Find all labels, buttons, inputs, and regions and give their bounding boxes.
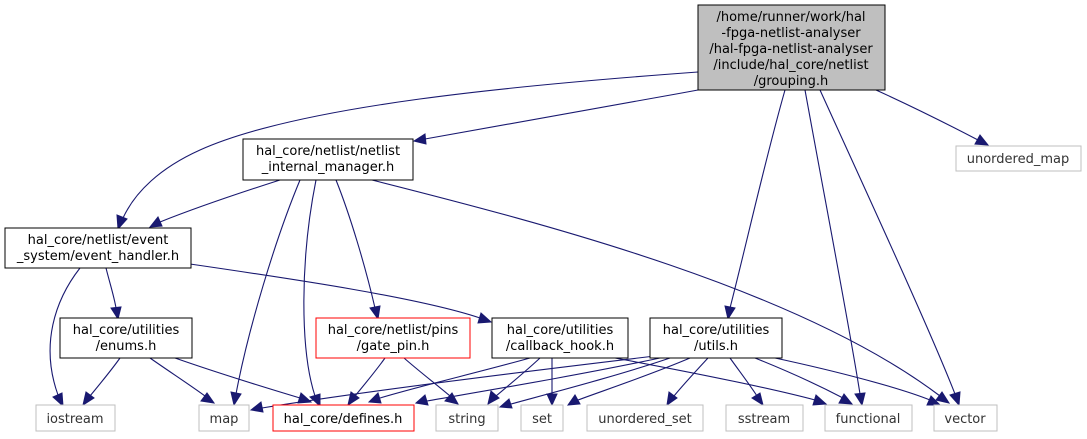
node-utils-line-1: hal_core/utilities — [663, 323, 770, 338]
edge-nim-to-map — [230, 179, 301, 407]
node-iostream[interactable]: iostream — [35, 404, 116, 432]
node-enums-h[interactable]: hal_core/utilities /enums.h — [59, 317, 193, 359]
edge-grouping-to-vector — [819, 89, 961, 407]
node-sstream-label: sstream — [738, 412, 790, 427]
node-grouping-h-line-1: /home/runner/work/hal — [716, 10, 865, 25]
edge-enums-to-iostream — [82, 357, 121, 407]
edge-grouping-to-event-handler — [116, 71, 699, 231]
edge-utils-to-map — [249, 355, 656, 413]
edge-utils-to-functional — [754, 357, 854, 405]
node-utils-h[interactable]: hal_core/utilities /utils.h — [649, 317, 783, 359]
node-grouping-h-line-2: -fpga-netlist-analyser — [721, 26, 861, 41]
edge-callback-hook-to-defines — [367, 357, 531, 404]
node-vector-label: vector — [944, 412, 986, 427]
node-unordered-set[interactable]: unordered_set — [586, 404, 704, 432]
edge-grouping-to-functional — [804, 89, 866, 407]
node-defines-label: hal_core/defines.h — [284, 412, 403, 427]
node-set-label: set — [532, 412, 552, 427]
node-event-handler-line-1: hal_core/netlist/event — [28, 233, 169, 248]
node-callback-hook-line-1: hal_core/utilities — [507, 323, 614, 338]
edge-grouping-to-unordered-map — [875, 89, 990, 146]
node-grouping-h[interactable]: /home/runner/work/hal -fpga-netlist-anal… — [697, 4, 886, 91]
edge-grouping-to-netlist-internal-manager — [412, 89, 699, 145]
node-gate-pin-h[interactable]: hal_core/netlist/pins /gate_pin.h — [315, 317, 471, 359]
node-gate-pin-line-2: /gate_pin.h — [357, 339, 430, 354]
edge-callback-hook-to-functional — [614, 357, 828, 406]
node-functional-label: functional — [836, 412, 901, 427]
node-sstream[interactable]: sstream — [725, 404, 804, 432]
node-grouping-h-line-4: /include/hal_core/netlist — [713, 58, 868, 73]
node-unordered-map[interactable]: unordered_map — [955, 145, 1082, 172]
node-event-handler-h[interactable]: hal_core/netlist/event _system/event_han… — [4, 227, 192, 269]
edge-gate-pin-to-defines — [347, 357, 386, 407]
edge-event-handler-to-enums — [105, 267, 122, 321]
node-event-handler-line-2: _system/event_handler.h — [16, 249, 179, 264]
node-enums-line-1: hal_core/utilities — [73, 323, 180, 338]
edge-enums-to-defines — [174, 357, 313, 404]
node-callback-hook-h[interactable]: hal_core/utilities /callback_hook.h — [491, 317, 629, 359]
edge-nim-to-vector — [371, 179, 951, 404]
edge-event-handler-to-iostream — [49, 267, 81, 408]
edges — [49, 71, 990, 413]
edge-callback-hook-to-string — [487, 357, 541, 405]
node-utils-line-2: /utils.h — [694, 339, 738, 354]
node-map[interactable]: map — [198, 404, 250, 432]
edge-utils-to-unordered-set — [666, 357, 709, 407]
edge-grouping-to-utils — [724, 89, 786, 321]
node-string-label: string — [448, 412, 485, 427]
edge-utils-to-set — [566, 357, 691, 406]
node-enums-line-2: /enums.h — [96, 339, 157, 354]
node-iostream-label: iostream — [46, 412, 103, 427]
edge-nim-to-gate-pin — [335, 179, 381, 321]
node-nim-line-2: _internal_manager.h — [261, 160, 395, 175]
edge-callback-hook-to-set — [546, 358, 558, 407]
node-functional[interactable]: functional — [824, 404, 913, 432]
node-grouping-h-line-3: /hal-fpga-netlist-analyser — [709, 42, 873, 57]
node-unordered-map-label: unordered_map — [967, 152, 1070, 167]
node-grouping-h-line-5: /grouping.h — [754, 74, 829, 89]
edge-enums-to-map — [149, 357, 216, 404]
node-unordered-set-label: unordered_set — [598, 412, 691, 427]
node-string[interactable]: string — [435, 404, 499, 432]
node-nim-line-1: hal_core/netlist/netlist — [256, 144, 400, 159]
node-set[interactable]: set — [520, 404, 564, 432]
node-callback-hook-line-2: /callback_hook.h — [506, 339, 614, 354]
node-map-label: map — [210, 412, 239, 427]
edge-event-handler-to-callback-hook — [189, 263, 493, 324]
edge-utils-to-defines — [414, 357, 661, 406]
edge-utils-to-string — [498, 357, 671, 409]
node-netlist-internal-manager-h[interactable]: hal_core/netlist/netlist _internal_manag… — [242, 138, 414, 181]
node-vector[interactable]: vector — [933, 404, 998, 432]
edge-utils-to-sstream — [729, 357, 764, 407]
node-defines-h[interactable]: hal_core/defines.h — [272, 404, 415, 432]
edge-nim-to-defines — [303, 179, 321, 408]
node-gate-pin-line-1: hal_core/netlist/pins — [328, 323, 459, 338]
edge-nim-to-event-handler — [148, 179, 281, 228]
nodes: /home/runner/work/hal -fpga-netlist-anal… — [4, 4, 1082, 432]
